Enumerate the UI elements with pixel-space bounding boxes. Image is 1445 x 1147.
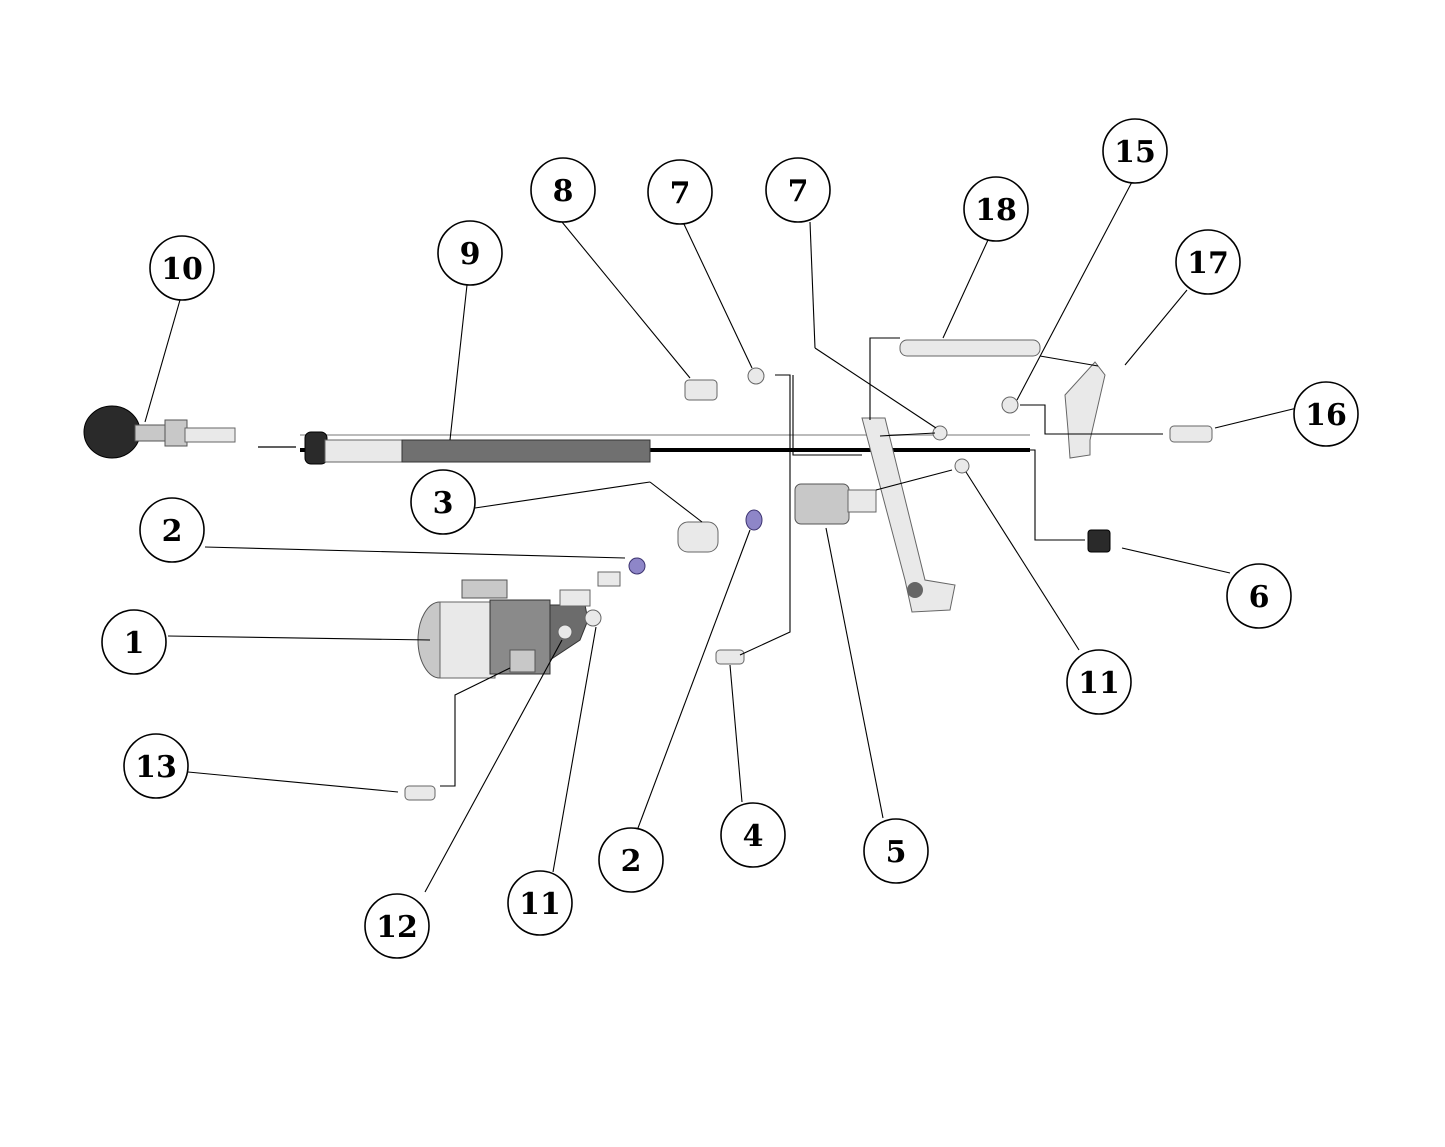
callout-label: 3 — [433, 486, 454, 521]
part-9-tube — [304, 431, 651, 465]
callout-18: 18 — [963, 176, 1029, 242]
callout-7a: 7 — [647, 159, 713, 225]
callout-2a: 2 — [139, 497, 205, 563]
main-shaft — [300, 434, 1030, 452]
part-1-motor — [417, 579, 591, 679]
callout-label: 11 — [1078, 666, 1120, 701]
callout-label: 13 — [135, 750, 177, 785]
callout-1: 1 — [101, 609, 167, 675]
callout-label: 2 — [621, 844, 642, 879]
lever-arm — [861, 417, 956, 613]
callout-label: 11 — [519, 887, 561, 922]
callout-13: 13 — [123, 733, 189, 799]
callout-label: 17 — [1187, 246, 1229, 281]
callout-label: 9 — [460, 237, 481, 272]
callout-label: 7 — [670, 176, 691, 211]
callout-4: 4 — [720, 802, 786, 868]
callout-10: 10 — [149, 235, 215, 301]
callout-8: 8 — [530, 157, 596, 223]
callout-label: 8 — [553, 174, 574, 209]
part-18-rod — [899, 339, 1041, 357]
callout-16: 16 — [1293, 381, 1359, 447]
callout-label: 2 — [162, 514, 183, 549]
callouts: 1 2 2 3 4 5 6 7 7 8 9 10 11 11 12 13 15 … — [101, 118, 1359, 959]
callout-11b: 11 — [507, 870, 573, 936]
callout-17: 17 — [1175, 229, 1241, 295]
callout-label: 1 — [124, 626, 145, 661]
callout-5: 5 — [863, 818, 929, 884]
callout-label: 16 — [1305, 398, 1347, 433]
callout-label: 15 — [1114, 135, 1156, 170]
callout-label: 4 — [743, 819, 764, 854]
callout-label: 18 — [975, 193, 1017, 228]
leader-lines — [144, 179, 1298, 893]
callout-9: 9 — [437, 220, 503, 286]
callout-15: 15 — [1102, 118, 1168, 184]
callout-2b: 2 — [598, 827, 664, 893]
callout-label: 12 — [376, 910, 418, 945]
callout-7b: 7 — [765, 157, 831, 223]
callout-label: 10 — [161, 252, 203, 287]
callout-3: 3 — [410, 469, 476, 535]
part-10-brush — [83, 405, 296, 459]
callout-label: 5 — [886, 835, 907, 870]
callout-label: 7 — [788, 174, 809, 209]
part-17-bracket — [1064, 361, 1106, 459]
callout-12: 12 — [364, 893, 430, 959]
part-small-hardware — [404, 367, 1213, 801]
callout-label: 6 — [1249, 580, 1270, 615]
callout-6: 6 — [1226, 563, 1292, 629]
callout-11a: 11 — [1066, 649, 1132, 715]
